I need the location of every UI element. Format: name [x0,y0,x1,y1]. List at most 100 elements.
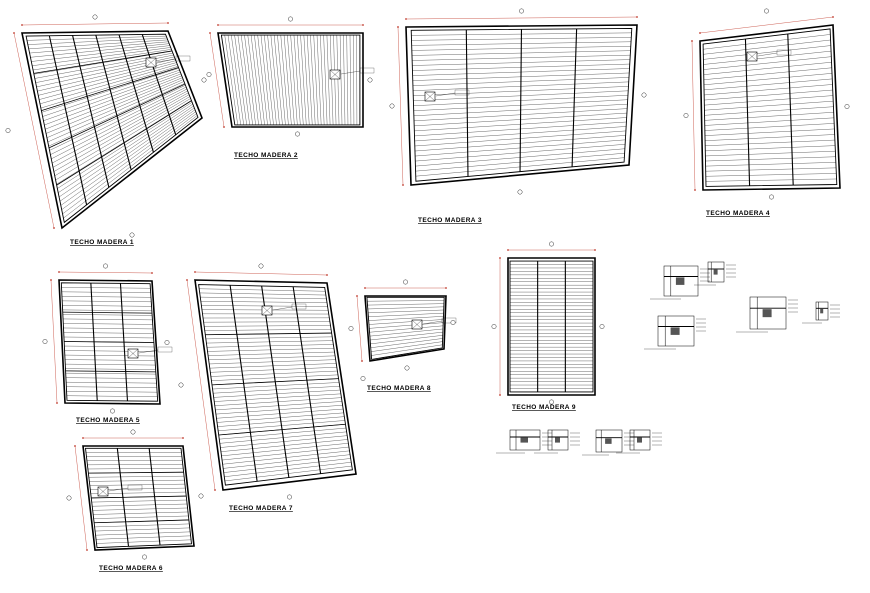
joist-line [705,173,837,177]
hatch-diagonal [329,69,341,80]
joist-line [62,300,152,302]
joist-line [91,499,187,503]
axis-bubble-left [201,77,207,83]
leader-line [138,349,159,354]
beam-lines [744,33,794,186]
beam-lines [33,34,192,205]
dimension-tick [364,287,366,289]
dimension-tick [56,402,58,404]
hatch-diagonal [127,348,139,359]
axis-bubble-left [348,326,354,331]
detail-fill [713,269,718,275]
axis-bubble-right [641,92,647,98]
section-detail-e [802,301,840,324]
section-detail-c [644,315,706,350]
axis-bubble-left [389,103,395,109]
joist-line [704,89,833,101]
joist-line [293,35,301,125]
joist-line [63,318,153,321]
joist-line [64,359,156,361]
outer-wall-outline [507,257,596,396]
roof-plan-6 [66,429,204,560]
joist-line [61,296,151,298]
plan-label-5: TECHO MADERA 5 [76,417,140,424]
joist-line [95,527,190,532]
grid-axis-markers [5,14,212,238]
outer-wall-outline [82,445,195,551]
dimension-lines [13,22,169,229]
cross-beam-line [56,100,192,186]
joist-line [88,475,185,478]
joist-line [703,56,832,70]
detail-fill [670,327,680,335]
joist-line [703,62,832,75]
grid-axis-markers [201,16,373,137]
beam-line [118,34,154,153]
dimension-tick [217,24,219,26]
joist-line [227,35,241,125]
leader-line [422,320,443,325]
dimension-line-top [58,271,153,274]
joist-line [65,372,156,375]
detail-frame [657,315,695,347]
joist-line [371,344,443,356]
roof-plan-9 [491,241,605,405]
axis-bubble-top [92,14,98,20]
inner-wall-outline [410,27,633,182]
joist-line [64,354,155,357]
detail-fill [520,437,528,443]
axis-bubble-left [491,324,497,329]
roof-plan-5 [42,263,173,414]
axis-bubble-right [844,104,850,109]
joist-lines [367,300,445,356]
beam-line [787,33,794,186]
joist-line [371,341,443,352]
plan-label-6: TECHO MADERA 6 [99,565,163,572]
joist-line [704,95,833,106]
joist-line [316,35,322,125]
joist-line [303,35,310,125]
joist-line [244,35,256,125]
note-box [291,303,307,310]
detail-fill [605,438,612,444]
inner-wall-outline [60,282,159,402]
joist-line [368,312,444,317]
joist-line [369,322,444,329]
axis-bubble-top [403,279,408,285]
joist-line [92,507,188,511]
joist-line [270,35,280,125]
section-detail-g [534,429,580,454]
joist-line [93,515,189,519]
dimension-tick [82,437,84,439]
outer-wall-outline [217,32,364,128]
joist-line [65,368,156,370]
note-box [175,55,191,62]
axis-bubble-bottom [517,189,523,195]
leader-line [757,52,778,57]
hatch-diagonal [424,91,436,102]
roof-plan-3 [389,8,647,195]
dimension-lines [499,249,596,396]
dimension-tick [507,249,509,251]
axis-bubble-right [599,324,605,329]
joist-lines [703,34,837,182]
joist-line [231,35,244,125]
dimension-tick [694,189,696,191]
joist-line [63,336,154,339]
note-box [127,484,143,491]
joist-line [370,338,443,348]
section-detail-i [616,429,662,454]
beam-line [141,34,177,135]
roof-plan-1 [5,14,212,238]
joist-line [705,162,836,167]
dimension-lines [186,271,328,491]
joist-line [368,316,444,321]
plan-label-8: TECHO MADERA 8 [367,385,431,392]
dimension-tick [326,274,328,276]
joist-line [705,156,836,162]
leader-line [435,92,456,97]
dimension-tick [182,437,184,439]
cross-beam-line [91,495,187,499]
grid-axis-markers [66,429,204,560]
joist-line [63,332,154,334]
